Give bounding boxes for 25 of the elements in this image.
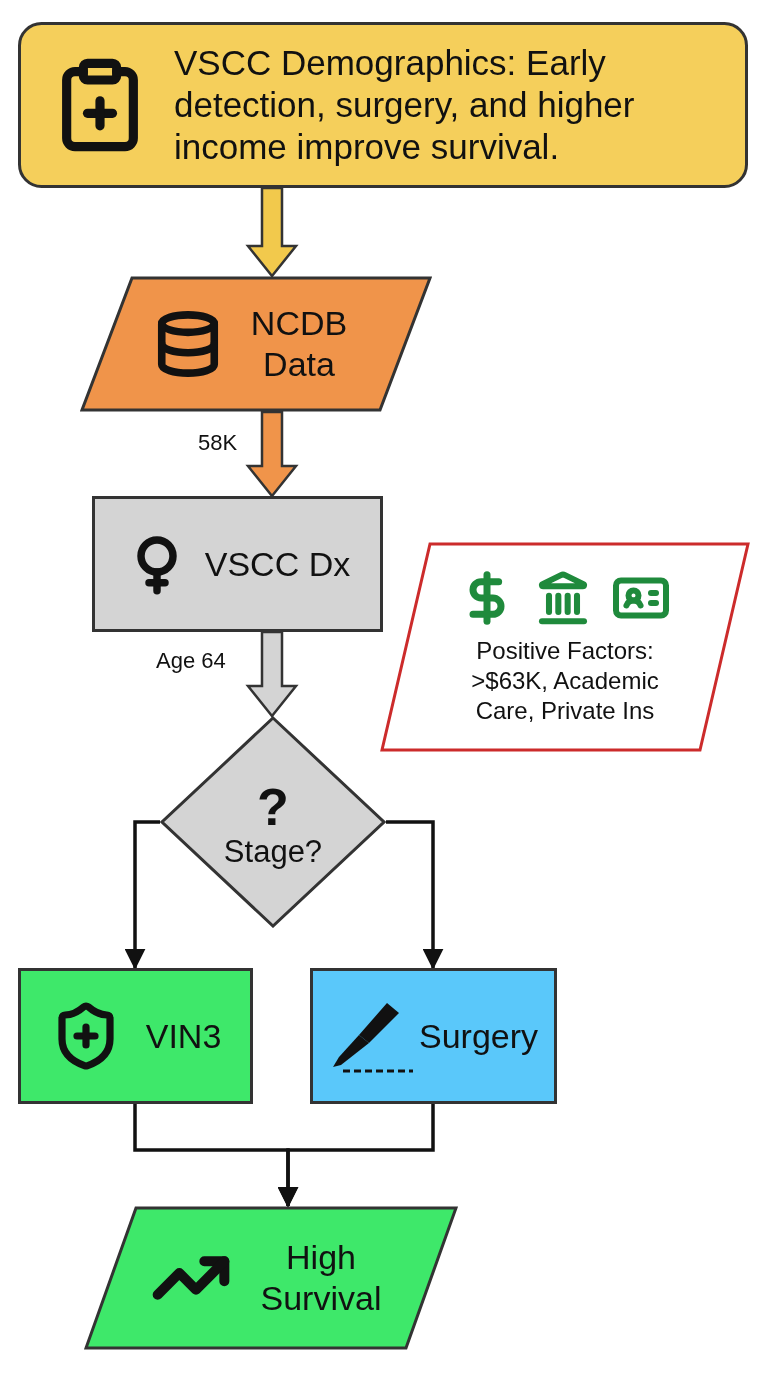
node-label: VSCC Dx <box>204 543 351 585</box>
node-label: Surgery <box>418 1015 539 1057</box>
title-box <box>18 22 748 188</box>
process-box <box>310 968 557 1104</box>
process-box <box>18 968 253 1104</box>
edge-label: 58K <box>198 430 238 455</box>
question-mark: ? <box>257 780 289 833</box>
block-arrow <box>245 410 299 498</box>
edge-label: Age 64 <box>156 648 226 673</box>
node-label: Stage? <box>223 832 323 871</box>
output-parallelogram <box>84 1206 458 1350</box>
note-text: Positive Factors: >$63K, Academic Care, Private Ins <box>470 636 660 726</box>
arrow <box>277 1104 435 1208</box>
note-parallelogram <box>380 542 750 752</box>
node-label: NCDB Data <box>249 303 349 385</box>
process-box <box>92 496 383 632</box>
node-label: VIN3 <box>145 1015 222 1057</box>
title-text: VSCC Demographics: Early detection, surgery, and higher income improve survival. <box>174 42 636 168</box>
block-arrow <box>245 186 299 278</box>
decision-diamond <box>160 716 386 928</box>
data-parallelogram <box>80 276 432 412</box>
arrow <box>386 820 444 970</box>
block-arrow <box>245 630 299 718</box>
arrow <box>124 820 160 970</box>
node-label: High Survival <box>259 1237 383 1319</box>
